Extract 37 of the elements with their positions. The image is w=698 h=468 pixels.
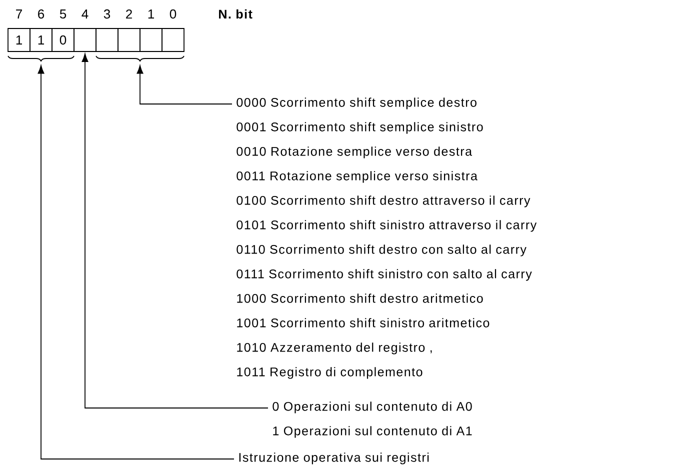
description-text: 1001 Scorrimento shift sinistro aritmetico xyxy=(237,318,490,328)
bit-number: 5 xyxy=(60,9,66,19)
description-text: 0111 Scorrimento shift sinistro con salto al carry xyxy=(236,269,532,281)
bit-number: 7 xyxy=(16,10,22,18)
description-text: 0100 Scorrimento shift destro attraverso il carry xyxy=(236,196,530,208)
bit-cell: 1 xyxy=(30,28,52,52)
description-text: 1010 Azzeramento del registro , xyxy=(237,342,432,354)
bit-cell: 0 xyxy=(52,28,74,52)
description-text: 0 Operazioni sul contenuto di A0 xyxy=(272,402,472,414)
axis-title: N. bit xyxy=(219,9,252,19)
description-text: 0000 Scorrimento shift semplice destro xyxy=(236,98,476,110)
brace xyxy=(8,56,74,62)
bit-number: 0 xyxy=(170,9,176,19)
bit-number: 2 xyxy=(126,9,132,19)
description-text: 0110 Scorrimento shift destro con salto al carry xyxy=(236,244,526,256)
brace xyxy=(96,56,184,62)
bit-cell: 1 xyxy=(8,28,30,52)
bit-number: 6 xyxy=(38,9,44,19)
description-text: Istruzione operativa sui registri xyxy=(239,452,429,464)
leader-arrow xyxy=(136,65,232,104)
bit-cell xyxy=(74,28,96,52)
description-text: 1 Operazioni sul contenuto di A1 xyxy=(273,426,472,438)
leader-arrow xyxy=(82,53,268,408)
description-text: 1000 Scorrimento shift destro aritmetico xyxy=(237,294,483,303)
description-text: 0011 Rotazione semplice verso sinistra xyxy=(236,171,478,183)
bit-cell xyxy=(162,28,184,52)
bit-number: 3 xyxy=(104,9,110,19)
leader-arrow xyxy=(38,65,234,460)
description-text: 0010 Rotazione semplice verso destra xyxy=(236,146,472,158)
bit-cell xyxy=(96,28,118,52)
bit-cell xyxy=(118,28,140,52)
bit-number: 4 xyxy=(82,10,88,18)
description-text: 0101 Scorrimento shift sinistro attraverso il carry xyxy=(236,220,537,232)
description-text: 0001 Scorrimento shift semplice sinistro xyxy=(236,122,483,134)
bit-cell xyxy=(140,28,162,52)
bit-number: 1 xyxy=(148,10,154,18)
description-text: 1011 Registro di complemento xyxy=(237,367,422,379)
